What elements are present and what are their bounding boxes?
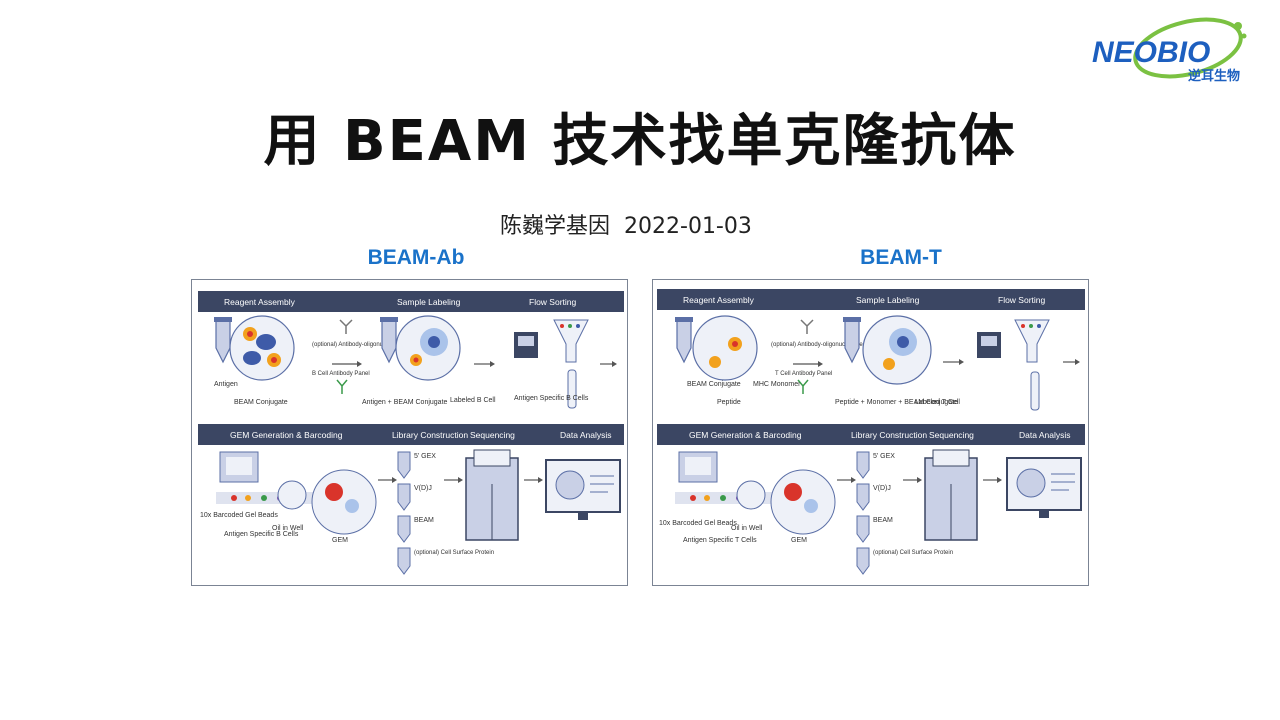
label-gem: GEM [791,537,807,544]
subtitle: 陈巍学基因 2022-01-03 [500,208,766,240]
page-title: 用 BEAM 技术找单克隆抗体 [263,109,1017,174]
stage-reagent-assembly: Reagent Assembly [224,297,296,307]
label-optional-conjugate: (optional) Antibody-oligonucleotide Conj… [312,342,433,348]
stage-sample-labeling: Sample Labeling [397,297,461,307]
bottom-stage-bar [657,424,1085,445]
label-peptide: Peptide [717,399,741,406]
label-beam-conjugate: BEAM Conjugate [687,381,741,388]
stage-data-analysis: Data Analysis [560,430,612,440]
lib-5gex: 5' GEX [414,453,436,460]
stage-reagent-assembly: Reagent Assembly [683,295,755,305]
label-gem: GEM [332,537,348,544]
lib-5gex: 5' GEX [873,453,895,460]
stage-data-analysis: Data Analysis [1019,430,1071,440]
stage-flow-sorting: Flow Sorting [998,295,1046,305]
lib-cell-surface: (optional) Cell Surface Protein [414,550,494,556]
stage-sequencing: Sequencing [929,430,974,440]
label-specific-cells: Antigen Specific T Cells [683,537,757,544]
top-stage-bar [657,289,1085,310]
label-oil-in-well: Oil in Well [272,525,304,532]
label-barcoded-beads: 10x Barcoded Gel Beads [659,520,737,527]
label-specific-cells: Antigen Specific B Cells [224,531,299,538]
logo-text: NEOBIO [1092,36,1210,69]
panel-title-beam-ab: BEAM-Ab [367,246,465,269]
label-barcoded-beads: 10x Barcoded Gel Beads [200,512,278,519]
stage-flow-sorting: Flow Sorting [529,297,577,307]
author: 陈巍学基因 [500,214,611,239]
label-oil-in-well: Oil in Well [731,525,763,532]
bottom-stage-bar [198,424,624,445]
label-peptide-mix: Peptide + Monomer + BEAM Conjugate [835,399,958,406]
label-labeled-t-cell: Labeled T Cell [915,399,960,406]
lib-beam: BEAM [414,517,434,524]
stage-sequencing: Sequencing [470,430,515,440]
stage-gem-generation: GEM Generation & Barcoding [689,430,802,440]
label-antibody-panel: B Cell Antibody Panel [312,371,370,377]
label-antigen: Antigen [214,381,238,388]
beam-ab-workflow-diagram: Reagent Assembly Sample Labeling Flow So… [191,279,628,586]
label-labeled-b-cell: Labeled B Cell [450,397,496,404]
lib-cell-surface: (optional) Cell Surface Protein [873,550,953,556]
beam-t-workflow-diagram: Reagent Assembly Sample Labeling Flow So… [652,279,1089,586]
top-stage-bar [198,291,624,312]
label-optional-conjugate: (optional) Antibody-oligonucleotide Conj… [771,342,892,348]
neobio-logo: NEOBIO 逆耳生物 [1092,17,1247,84]
label-mhc-monomer: MHC Monomer [753,381,801,388]
lib-beam: BEAM [873,517,893,524]
stage-sample-labeling: Sample Labeling [856,295,920,305]
label-antibody-panel: T Cell Antibody Panel [775,371,832,377]
stage-library-construction: Library Construction [851,430,927,440]
lib-vdj: V(D)J [414,485,432,492]
label-antigen-specific: Antigen Specific B Cells [514,395,589,402]
stage-gem-generation: GEM Generation & Barcoding [230,430,343,440]
logo-subtext: 逆耳生物 [1188,68,1240,84]
label-beam-conjugate: BEAM Conjugate [234,399,288,406]
date: 2022-01-03 [624,214,752,239]
stage-library-construction: Library Construction [392,430,468,440]
label-antigen-plus-conjugate: Antigen + BEAM Conjugate [362,399,448,406]
panel-title-beam-t: BEAM-T [860,246,942,269]
lib-vdj: V(D)J [873,485,891,492]
